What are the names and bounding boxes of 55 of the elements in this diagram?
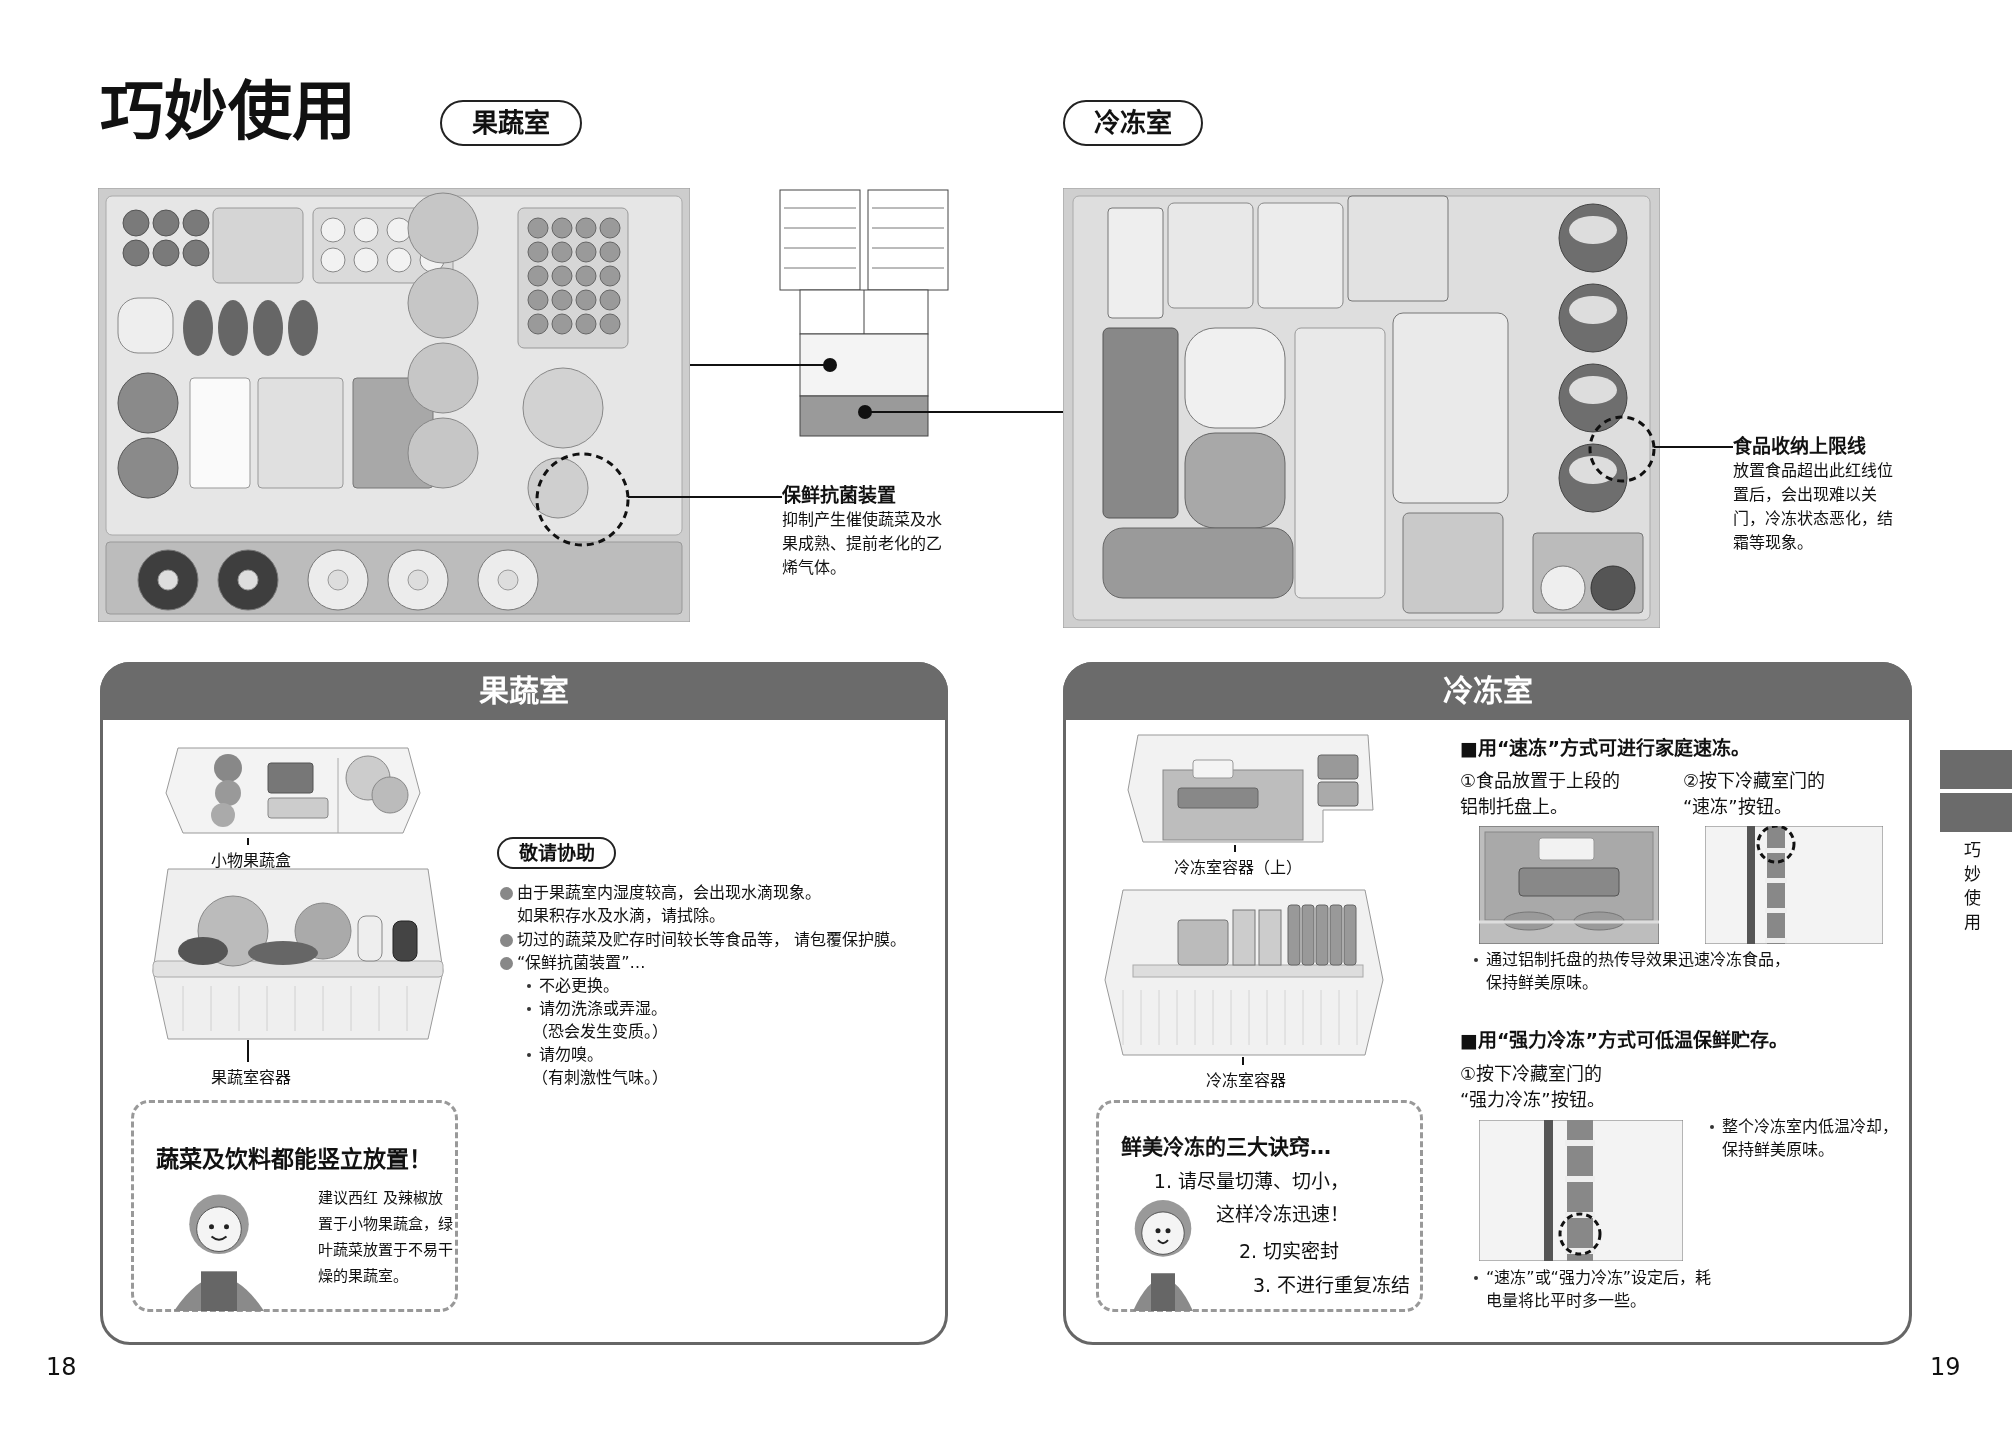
leader-line	[247, 837, 249, 846]
section-pill: 果蔬室	[440, 100, 582, 146]
leader-line	[1234, 844, 1236, 853]
leader-line	[1652, 446, 1734, 448]
text-label: ■用“强力冷冻”方式可低温保鲜贮存。	[1460, 1028, 1788, 1053]
tip-text: 建议西红 及辣椒放置于小物果蔬盒，绿叶蔬菜放置于不易干燥的果蔬室。	[318, 1188, 454, 1287]
text-label: “保鲜抗菌装置”…	[517, 952, 646, 974]
text-label: 巧妙使用	[1962, 839, 1982, 934]
callout-text: 放置食品超出此红线位置后，会出现难以关门，冷冻状态恶化，结霜等现象。	[1733, 460, 1894, 554]
dashed-circle	[1590, 417, 1654, 481]
text-label: 整个冷冻室内低温冷却，保持鲜美原味。	[1722, 1116, 1899, 1161]
part-label: 果蔬室容器	[196, 1065, 306, 1091]
leader-line	[1242, 1056, 1244, 1066]
section-header: 果蔬室	[100, 662, 948, 720]
text-label: 请勿洗涤或弄湿。	[539, 998, 667, 1020]
text-label: （恐会发生变质。）	[532, 1021, 668, 1043]
text-label: ①食品放置于上段的铝制托盘上。	[1460, 769, 1622, 819]
text-label: ②按下冷藏室门的“速冻”按钮。	[1683, 769, 1827, 819]
part-label: 小物果蔬盒	[196, 848, 306, 874]
section-pill: 冷冻室	[1063, 100, 1203, 146]
text-label: 19	[1930, 1352, 1961, 1383]
tip-text: 2. 切实密封	[1239, 1239, 1341, 1264]
section-pill: 敬请协助	[497, 837, 616, 869]
tip-heading: 鲜美冷冻的三大诀窍…	[1121, 1134, 1332, 1161]
section-panel	[100, 662, 948, 1345]
tip-box	[1096, 1100, 1423, 1312]
text-label: 请勿嗅。	[539, 1044, 603, 1066]
page-title: 巧妙使用	[100, 73, 356, 150]
callout-heading: 保鲜抗菌装置	[782, 483, 897, 508]
leader-line	[247, 1039, 249, 1063]
leader-line	[626, 496, 783, 498]
text-label: 不必更换。	[539, 975, 619, 997]
text-label: （有刺激性气味。）	[532, 1067, 668, 1089]
callout-text: 抑制产生催使蔬菜及水果成熟、提前老化的乙烯气体。	[782, 509, 943, 579]
drawer-photo	[98, 188, 690, 622]
text-label: 18	[46, 1352, 77, 1383]
leader-line	[949, 411, 1064, 413]
tip-box	[131, 1100, 458, 1312]
text-label: ①按下冷藏室门的“强力冷冻”按钮。	[1460, 1062, 1606, 1112]
part-label: 冷冻室容器（上）	[1158, 855, 1318, 881]
text-label: ■用“速冻”方式可进行家庭速冻。	[1460, 736, 1750, 761]
freezer-photo	[1063, 188, 1660, 628]
part-label: 冷冻室容器	[1186, 1068, 1306, 1094]
text-label: “速冻”或“强力冷冻”设定后，耗电量将比平时多一些。	[1486, 1267, 1713, 1312]
tip-text: 1. 请尽量切薄、切小，这样冷冻迅速！	[1152, 1169, 1349, 1227]
text-label: 切过的蔬菜及贮存时间较长等食品等， 请包覆保护膜。	[517, 929, 907, 951]
text-label: 通过铝制托盘的热传导效果迅速冷冻食品，保持鲜美原味。	[1486, 949, 1791, 994]
leader-line	[689, 364, 779, 366]
tip-text: 3. 不进行重复冻结	[1253, 1273, 1412, 1298]
tip-heading: 蔬菜及饮料都能竖立放置！	[156, 1145, 433, 1174]
callout-heading: 食品收纳上限线	[1733, 434, 1867, 459]
section-header: 冷冻室	[1063, 662, 1912, 720]
text-label: 由于果蔬室内湿度较高，会出现水滴现象。如果积存水及水滴，请拭除。	[517, 882, 822, 927]
refrigerator-drawing	[778, 188, 950, 438]
dashed-circle	[537, 454, 628, 545]
